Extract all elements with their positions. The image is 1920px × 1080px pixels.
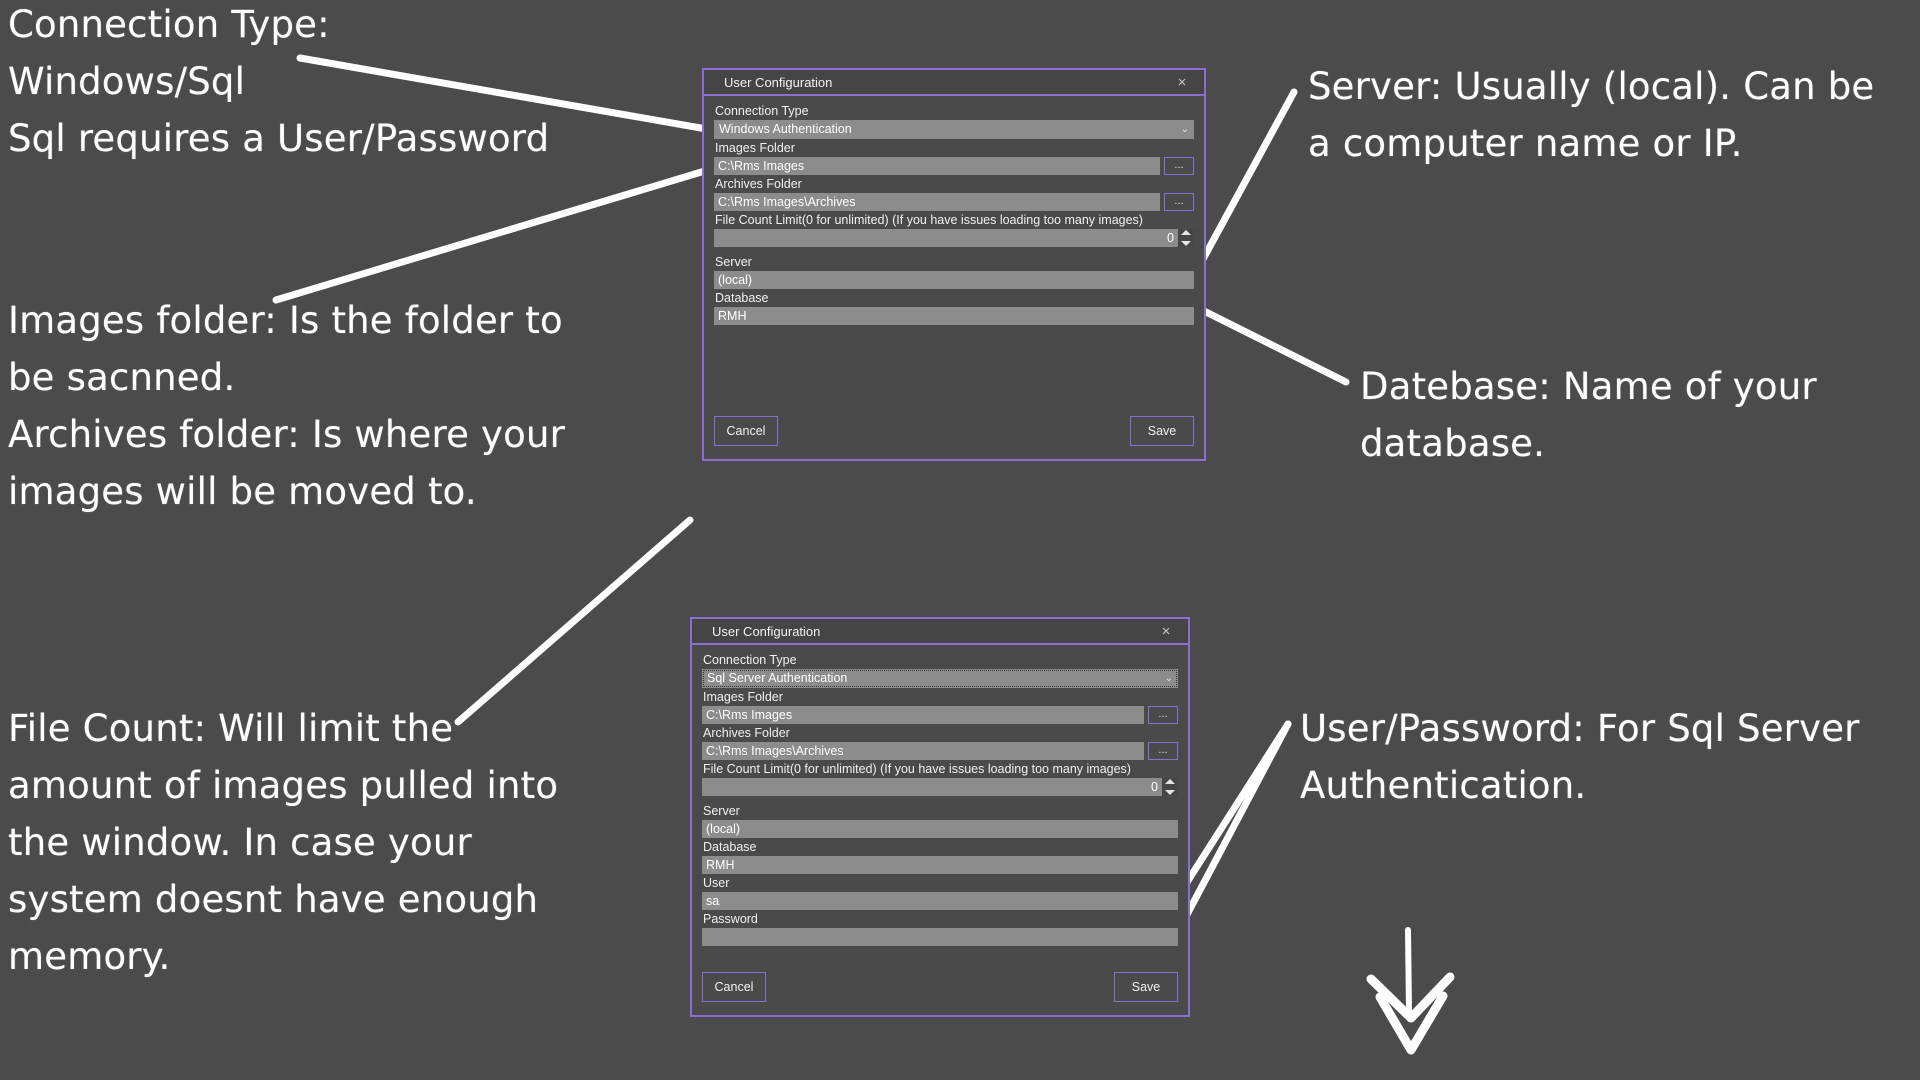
images-folder-row: C:\Rms Images ... [702, 706, 1178, 724]
file-count-spinner[interactable] [1178, 229, 1194, 247]
leader-line-database [1192, 303, 1350, 386]
images-folder-label: Images Folder [703, 690, 783, 704]
leader-line-file-count [454, 516, 694, 726]
leader-line-images-folder [272, 163, 722, 304]
server-input[interactable]: (local) [714, 271, 1194, 289]
chevron-down-icon: ⌄ [1180, 124, 1189, 135]
leader-line-user [1178, 720, 1292, 894]
spinner-up-icon[interactable] [1181, 230, 1191, 235]
connection-type-value: Windows Authentication [719, 122, 852, 136]
images-folder-browse-button[interactable]: ... [1148, 706, 1178, 724]
connection-type-value: Sql Server Authentication [707, 671, 848, 685]
server-input[interactable]: (local) [702, 820, 1178, 838]
file-count-limit-input[interactable]: 0 [714, 229, 1178, 247]
dialog-body: Connection Type Sql Server Authenticatio… [692, 645, 1188, 1015]
user-label: User [703, 876, 730, 890]
annotation-server: Server: Usually (local). Can be a comput… [1308, 65, 1875, 165]
database-label: Database [703, 840, 757, 854]
user-input[interactable]: sa [702, 892, 1178, 910]
save-button[interactable]: Save [1114, 972, 1178, 1002]
password-row [702, 928, 1178, 946]
down-arrow-icon [1366, 927, 1455, 1055]
annotation-folders: Images folder: Is the folder to be sacnn… [8, 299, 566, 513]
file-count-limit-input[interactable]: 0 [702, 778, 1162, 796]
archives-folder-row: C:\Rms Images\Archives ... [702, 742, 1178, 760]
annotation-connection-type: Connection Type: Windows/Sql Sql require… [8, 3, 550, 160]
dialog-titlebar[interactable]: User Configuration × [692, 619, 1188, 645]
connection-type-select[interactable]: Sql Server Authentication ⌄ [702, 669, 1178, 688]
dialog-title: User Configuration [724, 74, 833, 90]
archives-folder-input[interactable]: C:\Rms Images\Archives [702, 742, 1144, 760]
password-input[interactable] [702, 928, 1178, 946]
database-row: RMH [702, 856, 1178, 874]
dialog-button-row: Cancel Save [714, 416, 1194, 446]
server-label: Server [715, 255, 752, 269]
server-label: Server [703, 804, 740, 818]
dialog-titlebar[interactable]: User Configuration × [704, 70, 1204, 96]
archives-folder-input[interactable]: C:\Rms Images\Archives [714, 193, 1160, 211]
archives-folder-browse-button[interactable]: ... [1164, 193, 1194, 211]
cancel-button[interactable]: Cancel [702, 972, 766, 1002]
cancel-button[interactable]: Cancel [714, 416, 778, 446]
spinner-up-icon[interactable] [1165, 779, 1175, 784]
user-configuration-dialog-windows-auth[interactable]: User Configuration × Connection Type Win… [702, 68, 1206, 461]
archives-folder-row: C:\Rms Images\Archives ... [714, 193, 1194, 211]
server-row: (local) [702, 820, 1178, 838]
chevron-down-icon: ⌄ [1164, 673, 1173, 684]
server-row: (local) [714, 271, 1194, 289]
file-count-limit-label: File Count Limit(0 for unlimited) (If yo… [703, 762, 1131, 776]
dialog-button-row: Cancel Save [702, 972, 1178, 1002]
images-folder-input[interactable]: C:\Rms Images [702, 706, 1144, 724]
password-label: Password [703, 912, 758, 926]
images-folder-input[interactable]: C:\Rms Images [714, 157, 1160, 175]
spinner-down-icon[interactable] [1165, 790, 1175, 795]
file-count-limit-stepper[interactable]: 0 [702, 778, 1178, 796]
user-configuration-dialog-sql-auth[interactable]: User Configuration × Connection Type Sql… [690, 617, 1190, 1017]
annotation-user-password: User/Password: For Sql Server Authentica… [1300, 707, 1860, 807]
leader-line-password [1178, 720, 1292, 928]
images-folder-browse-button[interactable]: ... [1164, 157, 1194, 175]
connection-type-select[interactable]: Windows Authentication ⌄ [714, 120, 1194, 139]
file-count-limit-stepper[interactable]: 0 [714, 229, 1194, 247]
spinner-down-icon[interactable] [1181, 241, 1191, 246]
database-label: Database [715, 291, 769, 305]
images-folder-row: C:\Rms Images ... [714, 157, 1194, 175]
archives-folder-label: Archives Folder [715, 177, 802, 191]
dialog-body: Connection Type Windows Authentication ⌄… [704, 96, 1204, 459]
close-icon[interactable]: × [1161, 622, 1171, 640]
file-count-spinner[interactable] [1162, 778, 1178, 796]
close-icon[interactable]: × [1177, 73, 1187, 91]
dialog-title: User Configuration [712, 623, 821, 639]
connection-type-label: Connection Type [715, 104, 809, 118]
archives-folder-label: Archives Folder [703, 726, 790, 740]
annotation-database: Datebase: Name of your database. [1360, 365, 1817, 465]
database-row: RMH [714, 307, 1194, 325]
images-folder-label: Images Folder [715, 141, 795, 155]
leader-line-server [1192, 88, 1298, 276]
archives-folder-browse-button[interactable]: ... [1148, 742, 1178, 760]
file-count-limit-label: File Count Limit(0 for unlimited) (If yo… [715, 213, 1143, 227]
database-input[interactable]: RMH [714, 307, 1194, 325]
save-button[interactable]: Save [1130, 416, 1194, 446]
connection-type-label: Connection Type [703, 653, 797, 667]
annotation-file-count: File Count: Will limit the amount of ima… [8, 707, 559, 978]
user-row: sa [702, 892, 1178, 910]
database-input[interactable]: RMH [702, 856, 1178, 874]
